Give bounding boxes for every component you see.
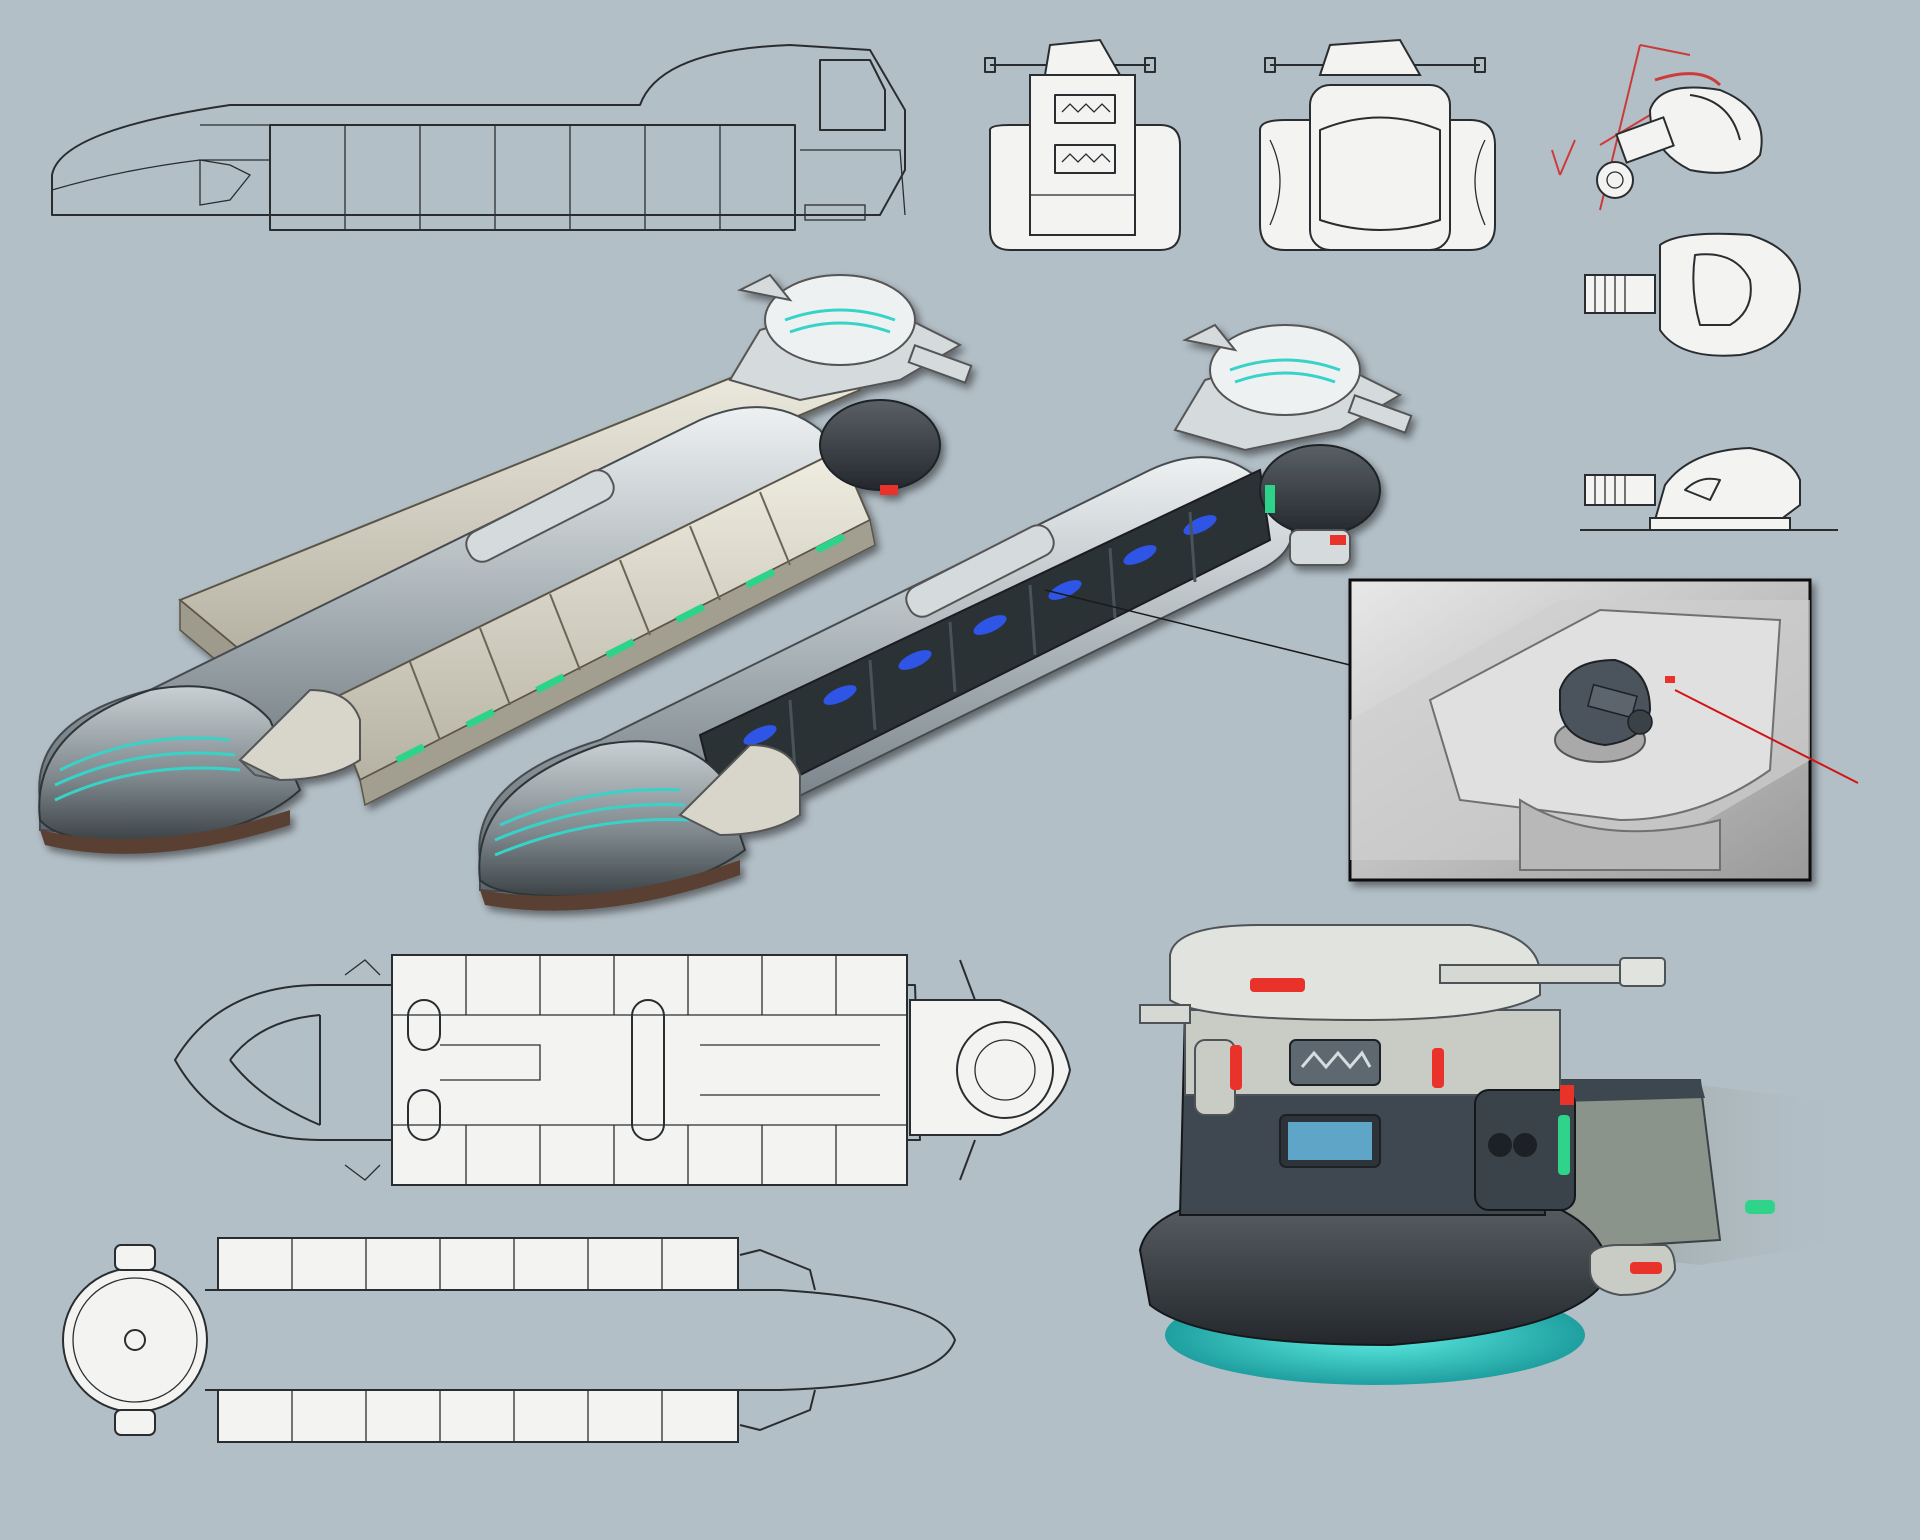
turret-detail-inset bbox=[1348, 578, 1859, 882]
inset-callout-line bbox=[1044, 589, 1351, 666]
turret-sketch-side bbox=[1580, 446, 1838, 531]
turret-sketch-angled bbox=[1551, 44, 1763, 211]
rear-view-lineart bbox=[984, 38, 1181, 251]
turret-sketches bbox=[1551, 44, 1838, 531]
green-lights bbox=[395, 533, 846, 764]
top-view-lineart bbox=[174, 954, 1072, 1186]
bottom-view-lineart bbox=[62, 1237, 956, 1443]
troop-ship-render bbox=[478, 323, 1413, 911]
crate-dividers bbox=[409, 491, 791, 741]
cargo-ship-render bbox=[38, 273, 973, 854]
engine-closeup-render bbox=[1138, 924, 1860, 1385]
front-view-lineart bbox=[1259, 38, 1496, 251]
side-view-lineart bbox=[51, 44, 906, 231]
turret-sketch-top bbox=[1584, 232, 1802, 357]
laser-beam bbox=[1674, 689, 1859, 784]
